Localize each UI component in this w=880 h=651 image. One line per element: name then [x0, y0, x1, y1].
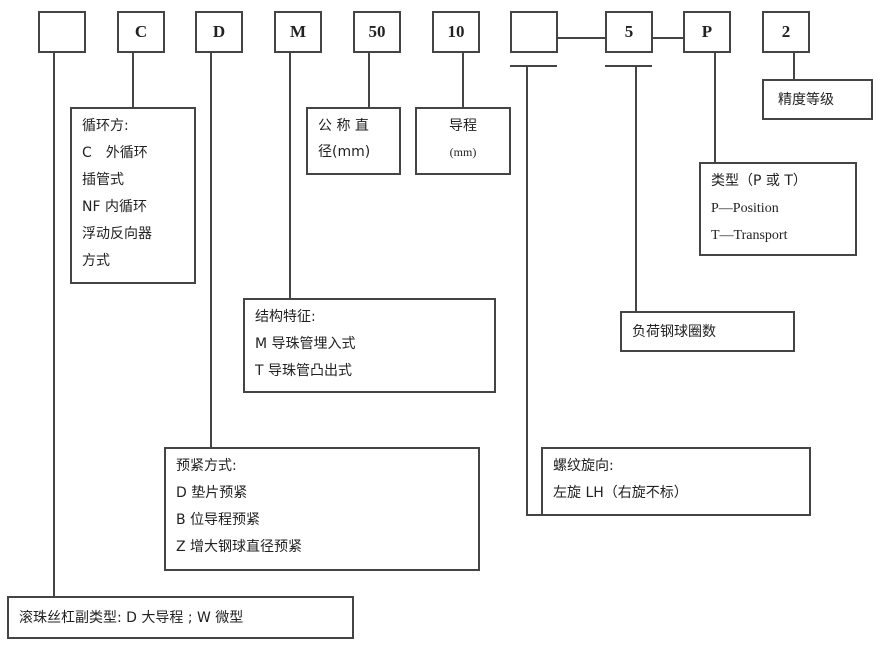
circulation-description: 循环方: C 外循环 插管式 NF 内循环 浮动反向器 方式: [70, 107, 196, 284]
code-box-preload: D: [195, 11, 243, 53]
leader-line: [368, 53, 370, 107]
preload-description: 预紧方式: D 垫片预紧 B 位导程预紧 Z 增大钢球直径预紧: [164, 447, 480, 571]
load-turns-description: 负荷钢球圈数: [620, 311, 795, 352]
leader-line: [526, 65, 528, 516]
desc-line: B 位导程预紧: [176, 512, 261, 528]
code-box-load-turns: 5: [605, 11, 653, 53]
leader-line: [289, 53, 291, 298]
code-box-structure: M: [274, 11, 322, 53]
connector: [557, 37, 605, 39]
type-title: 类型（P 或 T）: [711, 173, 807, 189]
desc-line: M 导珠管埋入式: [255, 336, 356, 352]
desc-line: (mm): [449, 145, 477, 159]
code-box-diameter: 50: [353, 11, 401, 53]
code-box-lead: 10: [432, 11, 480, 53]
desc-line: 公 称 直: [318, 118, 369, 134]
thread-direction-title: 螺纹旋向:: [553, 458, 614, 474]
desc-line: 导程: [449, 118, 477, 134]
preload-title: 预紧方式:: [176, 458, 237, 474]
desc-line: P—Position: [711, 201, 779, 216]
leader-line: [210, 53, 212, 447]
leader-line: [635, 65, 637, 311]
structure-title: 结构特征:: [255, 309, 316, 325]
lead-description: 导程 (mm): [415, 107, 511, 175]
leader-line: [793, 53, 795, 79]
desc-line: 径(mm): [318, 144, 371, 160]
desc-line: C 外循环: [82, 145, 148, 161]
code-box-class-type: P: [683, 11, 731, 53]
desc-line: Z 增大钢球直径预紧: [176, 539, 303, 555]
desc-line: NF 内循环: [82, 199, 147, 215]
desc-line: T 导珠管凸出式: [255, 363, 353, 379]
type-description: 类型（P 或 T） P—Position T—Transport: [699, 162, 857, 256]
underline-bar: [510, 65, 557, 67]
code-box-type: [38, 11, 86, 53]
leader-line: [53, 53, 55, 596]
leader-line: [462, 53, 464, 107]
desc-line: 左旋 LH（右旋不标）: [553, 485, 688, 501]
code-box-circulation: C: [117, 11, 165, 53]
ballscrew-type-description: 滚珠丝杠副类型: D 大导程 ; W 微型: [7, 596, 354, 639]
underline-bar: [605, 65, 652, 67]
desc-line: 插管式: [82, 172, 124, 188]
desc-line: T—Transport: [711, 228, 788, 243]
code-box-accuracy: 2: [762, 11, 810, 53]
leader-line: [132, 53, 134, 107]
connector: [652, 37, 683, 39]
nominal-diameter-description: 公 称 直 径(mm): [306, 107, 401, 175]
structure-description: 结构特征: M 导珠管埋入式 T 导珠管凸出式: [243, 298, 496, 393]
accuracy-description: 精度等级: [762, 79, 873, 120]
leader-line: [714, 53, 716, 162]
desc-line: 方式: [82, 253, 110, 269]
circulation-title: 循环方:: [82, 118, 129, 134]
thread-direction-description: 螺纹旋向: 左旋 LH（右旋不标）: [541, 447, 811, 516]
desc-line: D 垫片预紧: [176, 485, 248, 501]
desc-line: 浮动反向器: [82, 226, 152, 242]
leader-line: [526, 514, 542, 516]
code-box-thread-direction: [510, 11, 558, 53]
